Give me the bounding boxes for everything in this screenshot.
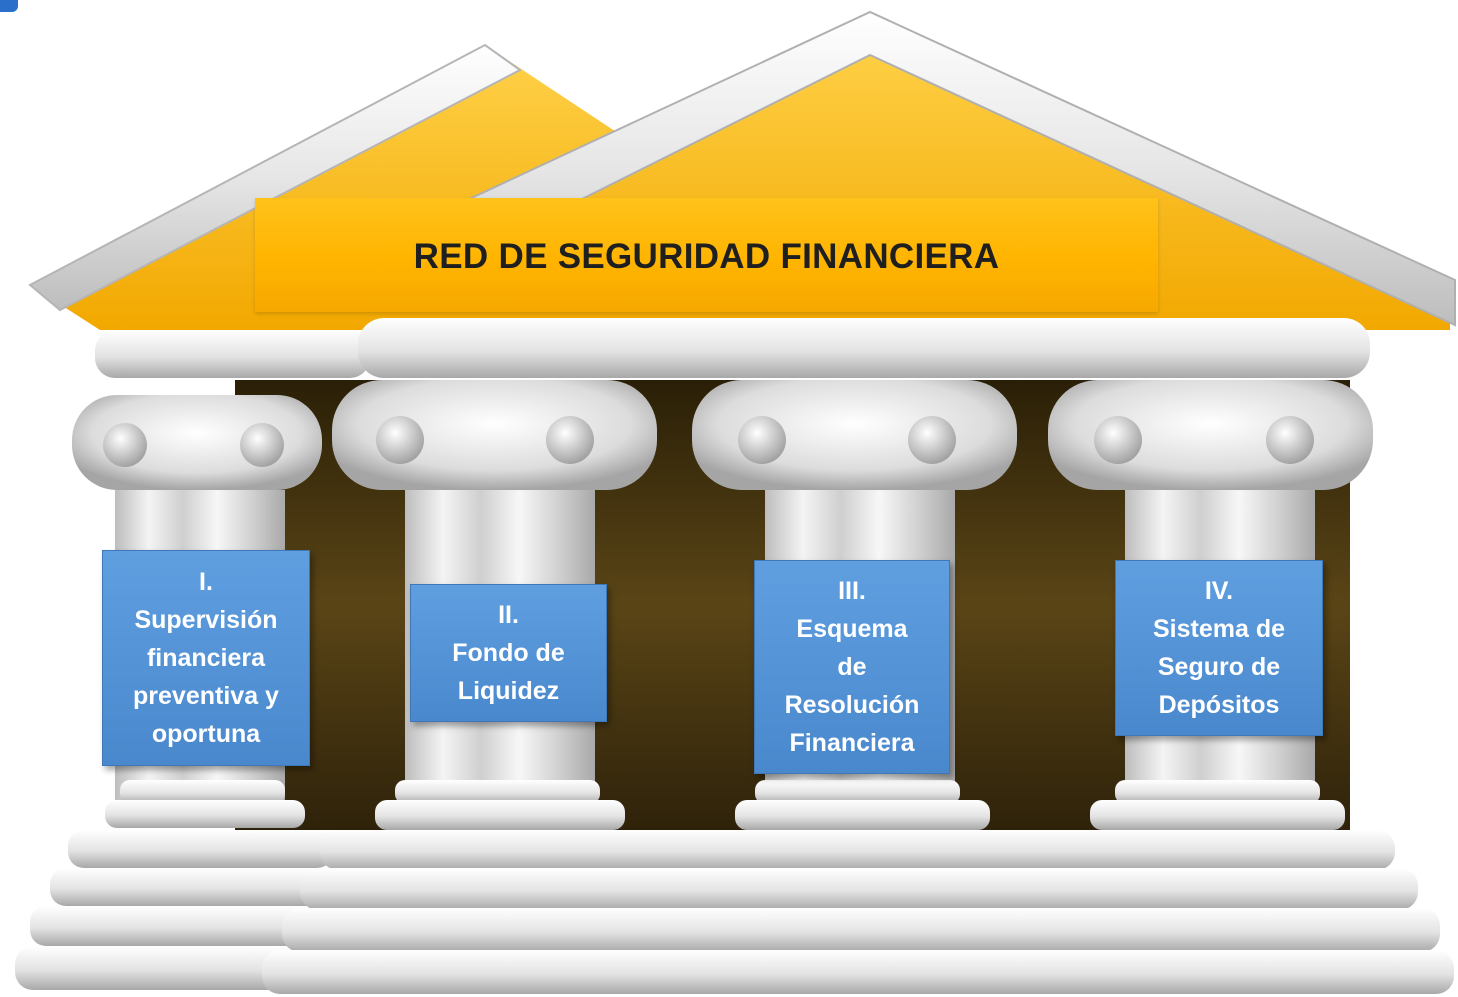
pillar-label-line: oportuna bbox=[151, 720, 261, 748]
pillar-label-resolution-scheme: III. Esquema de Resolución Financiera bbox=[754, 560, 950, 774]
corner-marker bbox=[0, 0, 18, 12]
pillar-label-line: de bbox=[837, 653, 867, 681]
pillar-label-line: Esquema bbox=[796, 615, 908, 643]
pillar-label-line: Liquidez bbox=[457, 677, 560, 705]
pillar-label-line: Seguro de bbox=[1157, 653, 1281, 681]
pillar-label-line: IV. bbox=[1204, 577, 1234, 605]
pillar-label-line: Depósitos bbox=[1158, 691, 1280, 719]
diagram-title: RED DE SEGURIDAD FINANCIERA bbox=[413, 237, 1000, 276]
pillar-label-liquidity-fund: II. Fondo de Liquidez bbox=[410, 584, 607, 722]
pillar-label-line: Sistema de bbox=[1152, 615, 1285, 643]
steps bbox=[15, 830, 1454, 994]
pillar-label-line: preventiva y bbox=[133, 682, 279, 710]
pillar-label-line: Financiera bbox=[789, 729, 915, 757]
pillar-label-line: financiera bbox=[146, 644, 266, 672]
pillar-label-line: III. bbox=[838, 577, 866, 605]
pillar-label-line: Supervisión bbox=[134, 606, 278, 634]
pillar-label-line: Fondo de bbox=[452, 639, 565, 667]
pillar-label-deposit-insurance: IV. Sistema de Seguro de Depósitos bbox=[1115, 560, 1323, 736]
pillar-label-line: Resolución bbox=[784, 691, 920, 719]
pillar-label-supervision: I. Supervisión financiera preventiva y o… bbox=[102, 550, 310, 766]
title-banner: RED DE SEGURIDAD FINANCIERA bbox=[255, 198, 1158, 312]
pillar-label-line: II. bbox=[498, 601, 519, 629]
pillar-label-line: I. bbox=[199, 568, 213, 596]
